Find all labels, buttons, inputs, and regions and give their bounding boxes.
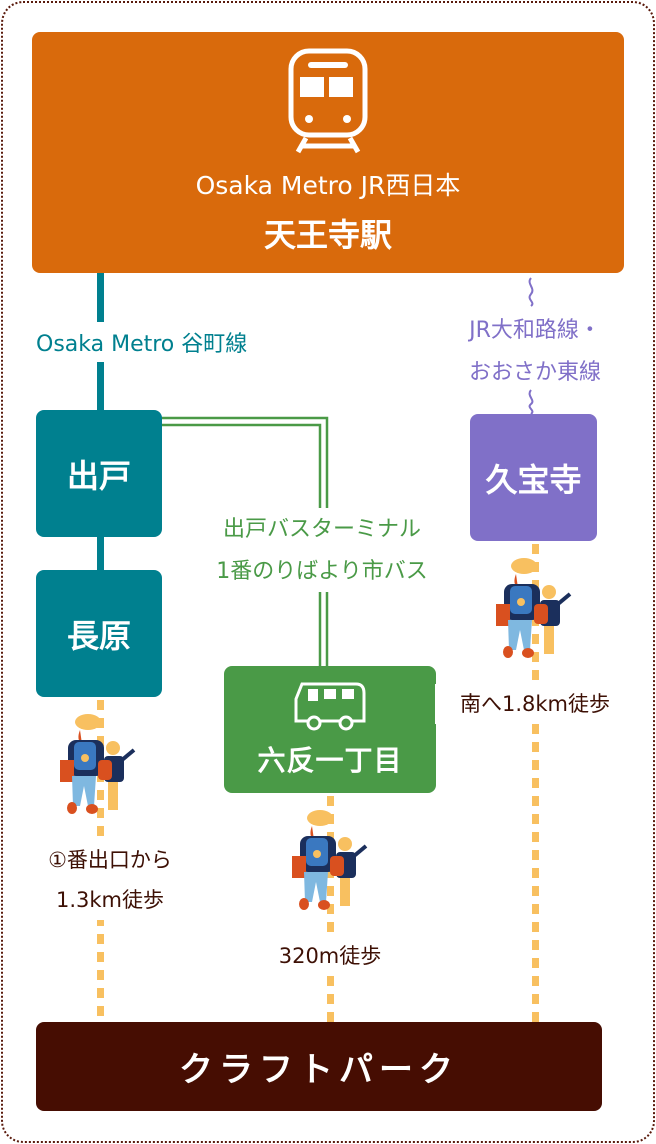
- walk-bus-stop: 320m徒歩: [250, 936, 410, 976]
- bus-line-label-1: 出戸バスターミナル: [222, 517, 421, 542]
- station-deto[interactable]: 出戸: [36, 410, 162, 537]
- metro-line-top: [97, 270, 104, 322]
- metro-line-mid: [97, 362, 104, 412]
- jr-line-label-1: JR大和路線・: [469, 318, 601, 343]
- origin-operators: Osaka Metro JR西日本: [195, 170, 461, 200]
- walking-people-icon: [292, 810, 368, 910]
- bus-stop-label: 六反一丁目: [257, 743, 403, 777]
- walk-nagahara-line1: ①番出口から: [20, 840, 200, 880]
- walking-people-icon: [496, 558, 572, 658]
- walk-kyuhoji: 南へ1.8km徒歩: [435, 684, 635, 724]
- squiggle-icon: [528, 277, 534, 307]
- station-nagahara-label: 長原: [66, 616, 131, 655]
- squiggle-icon: [528, 389, 534, 414]
- walk-nagahara-line2: 1.3km徒歩: [20, 880, 200, 920]
- destination-craft-park[interactable]: クラフトパーク: [36, 1022, 602, 1111]
- walk-path-bus: [327, 796, 334, 1022]
- bus-stop-rokutan[interactable]: 六反一丁目: [224, 666, 436, 793]
- walk-path-kyuhoji: [532, 544, 539, 1022]
- jr-line-label-2: おおさか東線: [468, 360, 601, 385]
- walking-people-icon: [60, 714, 136, 814]
- origin-station-box[interactable]: Osaka Metro JR西日本 天王寺駅: [32, 32, 624, 273]
- bus-line-label-2: 1番のりばより市バス: [216, 559, 428, 584]
- origin-station-name: 天王寺駅: [263, 215, 392, 254]
- station-kyuhoji-label: 久宝寺: [485, 460, 582, 499]
- bus-route-line: [160, 416, 329, 668]
- metro-line-label: Osaka Metro 谷町線: [36, 332, 248, 357]
- station-kyuhoji[interactable]: 久宝寺: [470, 414, 597, 541]
- metro-line-connector: [97, 535, 104, 573]
- train-icon: [288, 48, 368, 153]
- destination-label: クラフトパーク: [179, 1050, 459, 1090]
- bus-icon: [294, 682, 366, 730]
- station-nagahara[interactable]: 長原: [36, 570, 162, 697]
- station-deto-label: 出戸: [66, 456, 131, 495]
